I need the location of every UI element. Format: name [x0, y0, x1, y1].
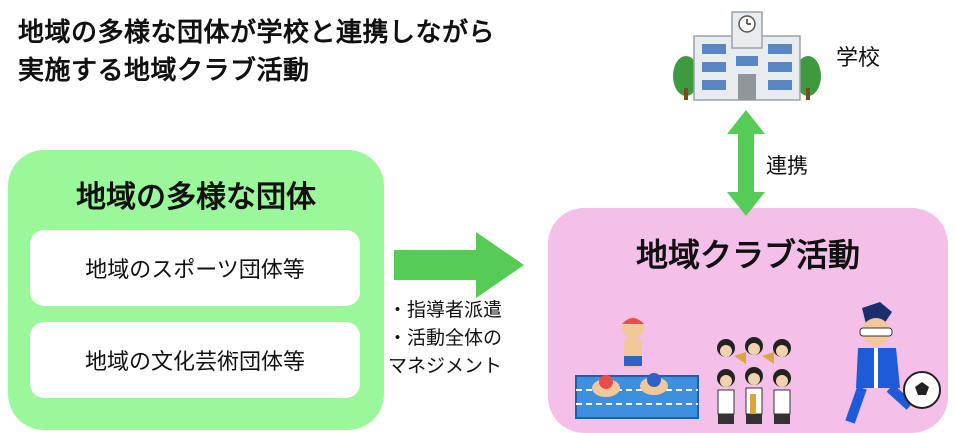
support-note: ・指導者派遣 ・活動全体の マネジメント	[388, 296, 502, 380]
bidirectional-arrow-icon	[727, 110, 765, 216]
link-label: 連携	[766, 154, 808, 178]
right-arrow-icon	[394, 232, 524, 298]
club-activity-heading: 地域クラブ活動	[635, 236, 860, 274]
support-line-1: ・指導者派遣	[388, 299, 503, 321]
title-line-2: 実施する地域クラブ活動	[18, 56, 310, 86]
culture-arts-organization-item: 地域の文化芸術団体等	[30, 322, 360, 398]
diagram-title: 地域の多様な団体が学校と連携しながら 実施する地域クラブ活動	[18, 14, 495, 90]
title-line-1: 地域の多様な団体が学校と連携しながら	[18, 18, 496, 48]
school-label: 学校	[836, 46, 881, 71]
school-building-icon	[673, 11, 821, 101]
organizations-heading: 地域の多様な団体	[76, 180, 316, 215]
soccer-illustration	[845, 302, 941, 424]
club-activity-box: 地域クラブ活動	[548, 208, 948, 433]
brass-band-illustration	[717, 337, 791, 424]
support-line-2: ・活動全体の	[388, 327, 503, 349]
swimming-illustration	[575, 317, 699, 419]
sports-organization-item: 地域のスポーツ団体等	[30, 230, 360, 306]
organizations-box: 地域の多様な団体 地域のスポーツ団体等 地域の文化芸術団体等	[8, 150, 384, 430]
support-line-3: マネジメント	[388, 355, 503, 377]
